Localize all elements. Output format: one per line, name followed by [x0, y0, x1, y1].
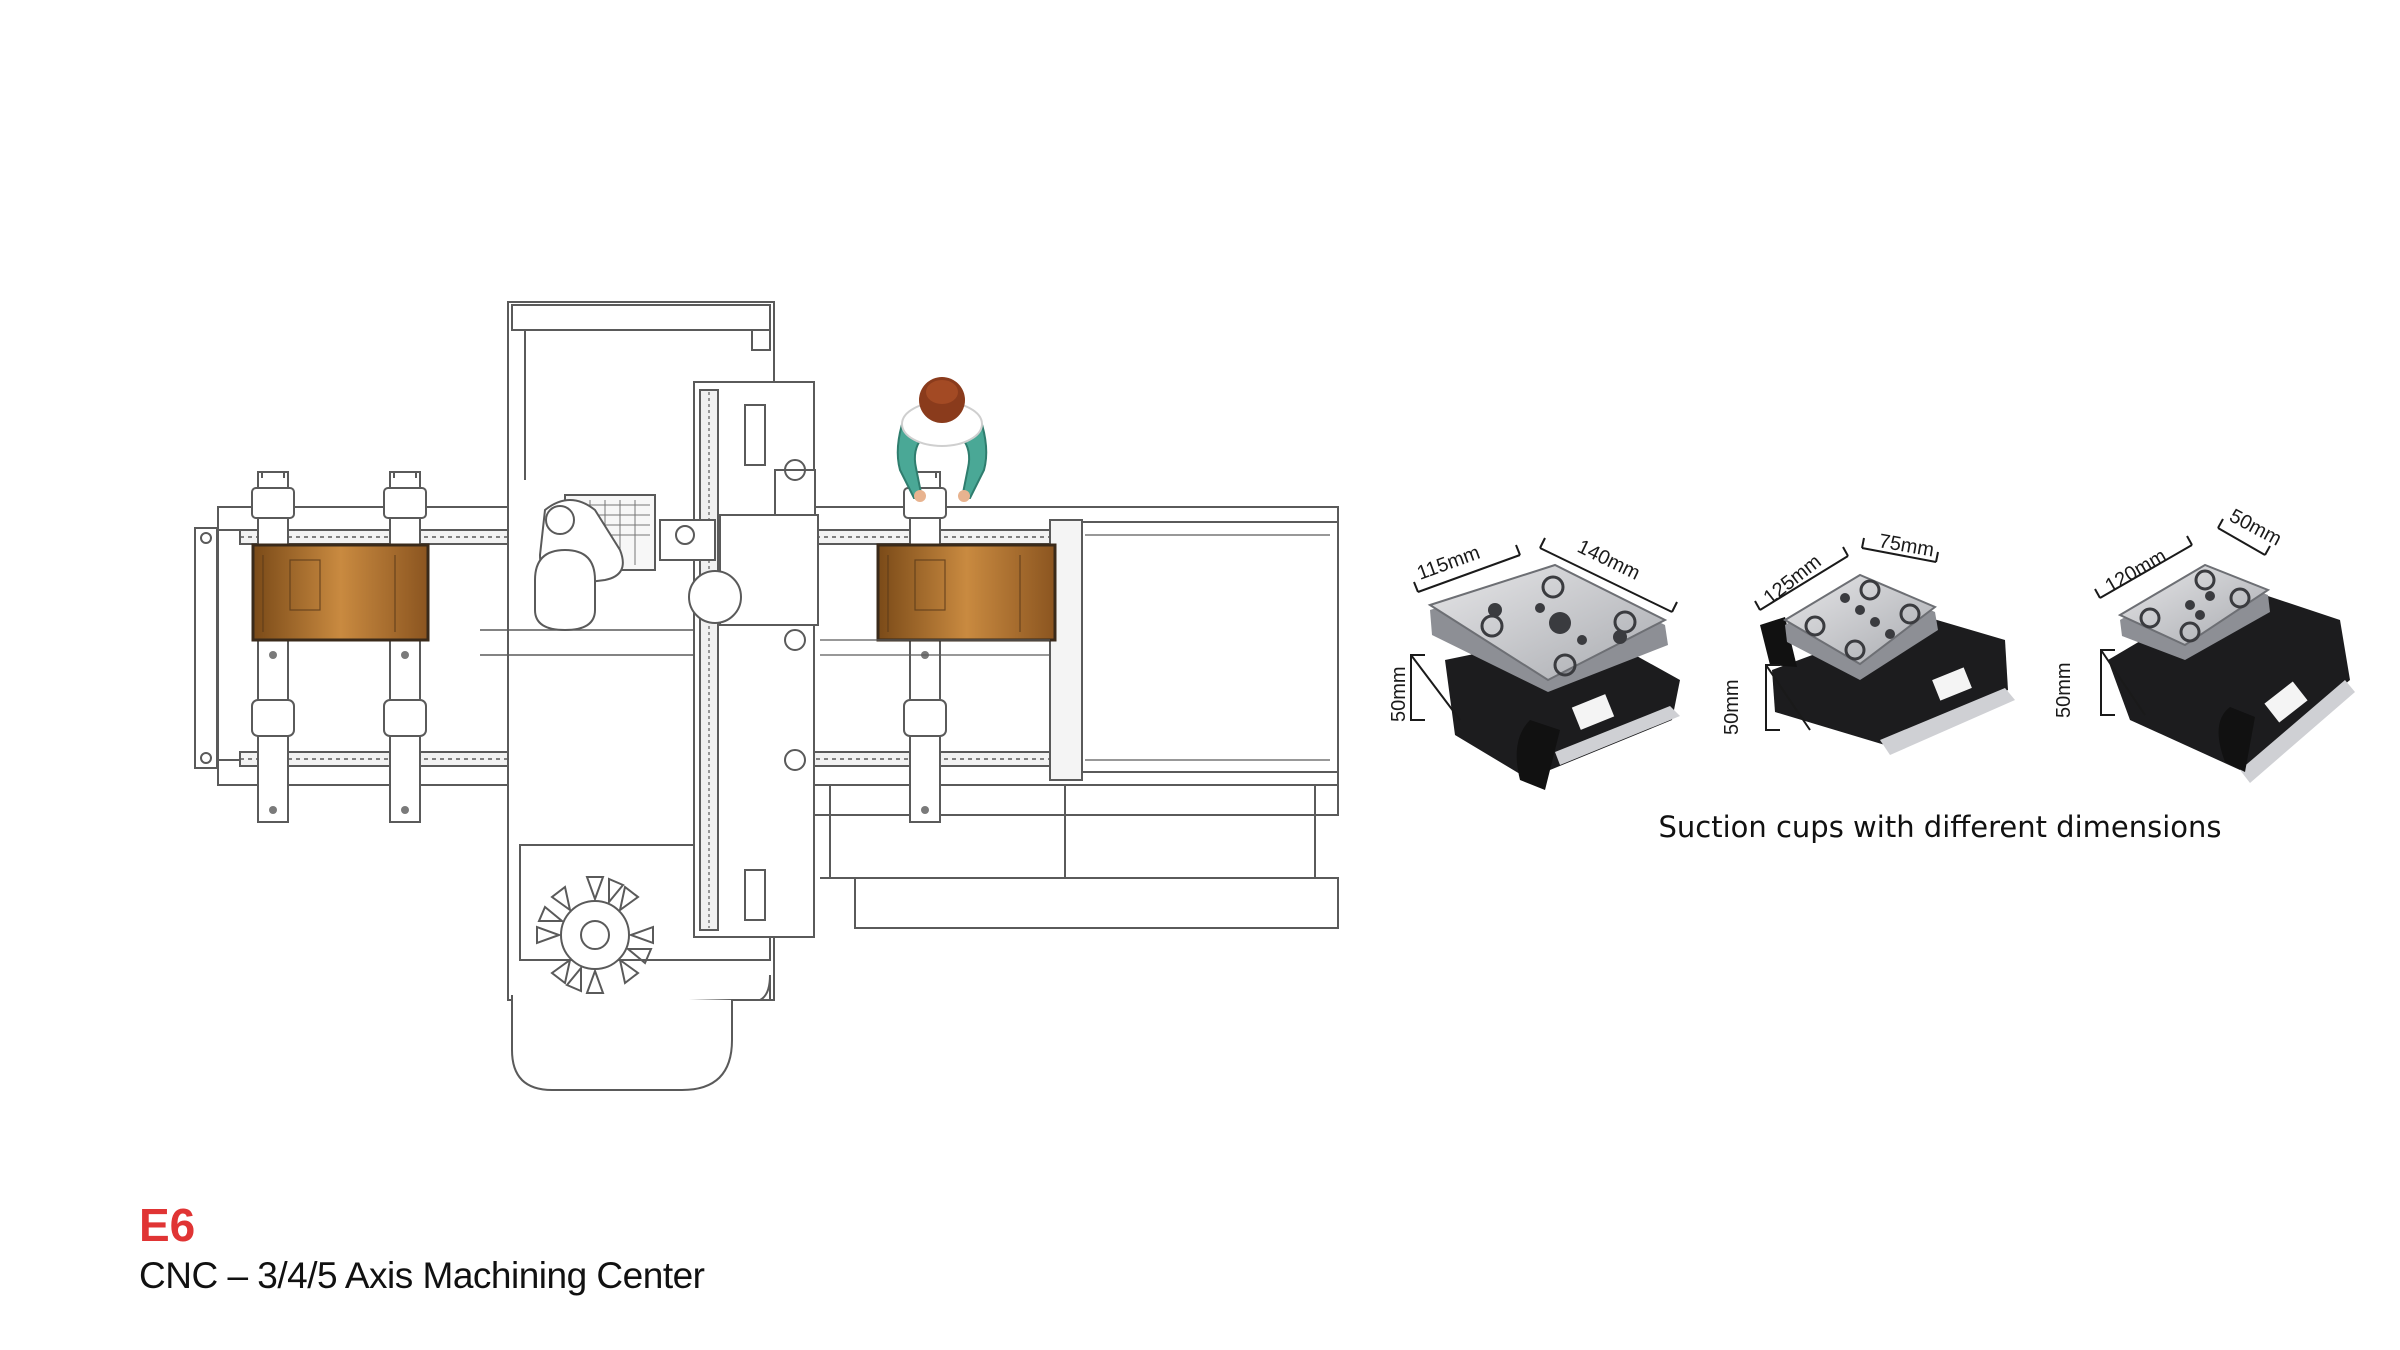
- robot-aggregate: [534, 494, 656, 632]
- cup-3-length-label: 120mm: [2102, 545, 2171, 597]
- dimension-lines: [1410, 537, 1678, 721]
- suction-cup-3: 120mm 50mm 50mm: [2053, 505, 2355, 783]
- operator-bay: [511, 995, 733, 1091]
- suction-cup-2: 125mm 75mm 50mm: [1721, 530, 2015, 755]
- suction-cup-1: 115mm 140mm 50mm: [1388, 536, 1680, 790]
- cup-1-length-label: 115mm: [1414, 542, 1483, 585]
- dimension-lines: [2094, 518, 2271, 716]
- slide-code: E6: [139, 1199, 196, 1251]
- suction-cups-caption: Suction cups with different dimensions: [1658, 810, 2222, 844]
- cup-2-height-label: 50mm: [1721, 679, 1743, 735]
- cup-2-width-label: 75mm: [1877, 530, 1936, 561]
- suction-cup-image: [1427, 563, 1680, 790]
- cup-3-height-label: 50mm: [2053, 662, 2075, 718]
- loading-table: [1069, 521, 1339, 773]
- suction-cup-image: [2108, 563, 2355, 783]
- suction-cup-image: [1760, 573, 2015, 755]
- slide-title: CNC – 3/4/5 Axis Machining Center: [139, 1255, 705, 1296]
- operator-figure-icon: [896, 377, 988, 502]
- cup-1-width-label: 140mm: [1574, 536, 1644, 585]
- spindle: [688, 570, 742, 624]
- cup-2-length-label: 125mm: [1760, 551, 1826, 609]
- dimension-lines: [1754, 537, 1939, 731]
- cup-1-height-label: 50mm: [1388, 666, 1410, 722]
- tool-changer-carousel: [536, 876, 654, 994]
- workpiece-left: [251, 543, 430, 642]
- cnc-machine-top-view-diagram: [194, 301, 1339, 1091]
- workpiece-right: [876, 543, 1057, 642]
- cup-3-width-label: 50mm: [2226, 505, 2285, 551]
